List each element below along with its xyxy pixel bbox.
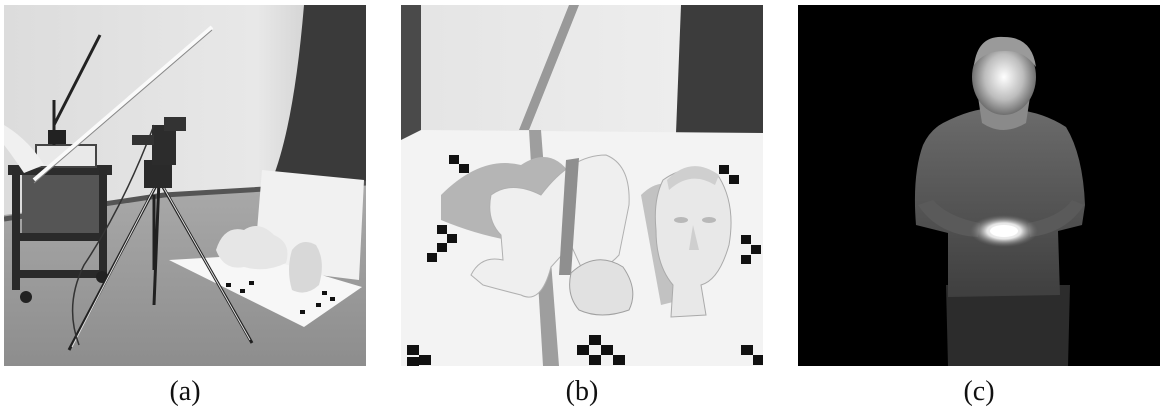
sculptures-photo	[401, 5, 763, 366]
panel-c-image	[798, 5, 1160, 366]
caption-b: (b)	[565, 376, 599, 407]
caption-a: (a)	[169, 376, 201, 407]
caption-c: (c)	[963, 376, 995, 407]
scanning-setup-photo	[4, 5, 366, 366]
panel-a-image	[4, 5, 366, 366]
panel-b-image	[401, 5, 763, 366]
person-photo	[798, 5, 1160, 366]
